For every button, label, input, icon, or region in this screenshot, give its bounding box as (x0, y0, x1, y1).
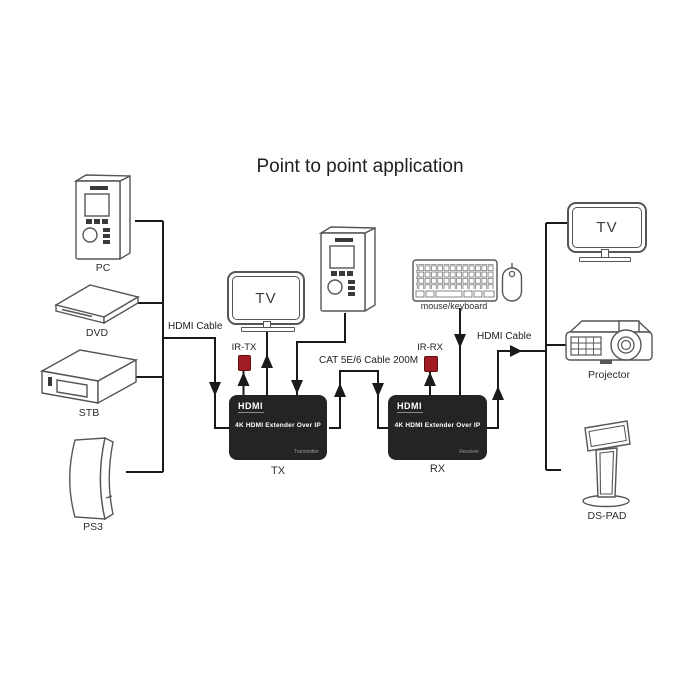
tv-screen: TV (572, 207, 642, 248)
hdmi-logo: HDMI (238, 401, 263, 411)
projector-icon (565, 320, 653, 364)
tx-product-name: 4K HDMI Extender Over IP (235, 422, 321, 429)
hdmi-cable-right-label: HDMI Cable (477, 331, 532, 342)
stb-label: STB (78, 407, 100, 419)
dvd-label: DVD (85, 327, 109, 339)
rx-extender-box: HDMI 4K HDMI Extender Over IP Receiver (388, 395, 487, 460)
ir-rx-emitter (424, 356, 438, 372)
hdmi-logo: HDMI (397, 401, 422, 411)
tx-label: TX (270, 465, 286, 477)
mouse-icon (501, 263, 523, 302)
ir-tx-label: IR-TX (231, 342, 257, 353)
ps3-label: PS3 (83, 521, 103, 533)
local-tv-screen: TV (232, 276, 300, 320)
tv-stand-base (579, 257, 631, 262)
ds-pad-icon (582, 420, 631, 508)
diagram-title: Point to point application (256, 156, 464, 177)
rx-role-text: Receiver (459, 449, 479, 455)
media-tower-icon (319, 226, 376, 313)
tv-icon: TV (567, 202, 647, 253)
pc-label: PC (95, 262, 111, 274)
local-tv-icon: TV (227, 271, 305, 325)
local-tv-stand-base (241, 327, 295, 332)
rx-product-name: 4K HDMI Extender Over IP (394, 422, 481, 429)
stb-icon (40, 349, 138, 405)
mouse-keyboard-label: mouse/keyboard (420, 301, 488, 311)
hdmi-logo-tagline (238, 412, 264, 413)
ps3-icon (69, 436, 114, 521)
projector-label: Projector (587, 369, 630, 381)
local-tv-label: TV (255, 289, 277, 307)
tv-label: TV (596, 219, 618, 236)
hdmi-cable-left-label: HDMI Cable (168, 321, 223, 332)
cat-cable-label: CAT 5E/6 Cable 200M (319, 355, 419, 366)
ir-rx-label: IR-RX (417, 342, 443, 353)
tx-role-text: Transmitter (293, 449, 319, 455)
ir-tx-emitter (238, 355, 251, 371)
hdmi-logo-tagline (397, 412, 423, 413)
tx-extender-box: HDMI 4K HDMI Extender Over IP Transmitte… (229, 395, 327, 460)
keyboard-icon (412, 259, 498, 302)
rx-label: RX (429, 463, 446, 475)
pc-tower-icon (74, 174, 131, 261)
ds-pad-label: DS-PAD (587, 510, 627, 522)
dvd-player-icon (54, 284, 140, 325)
